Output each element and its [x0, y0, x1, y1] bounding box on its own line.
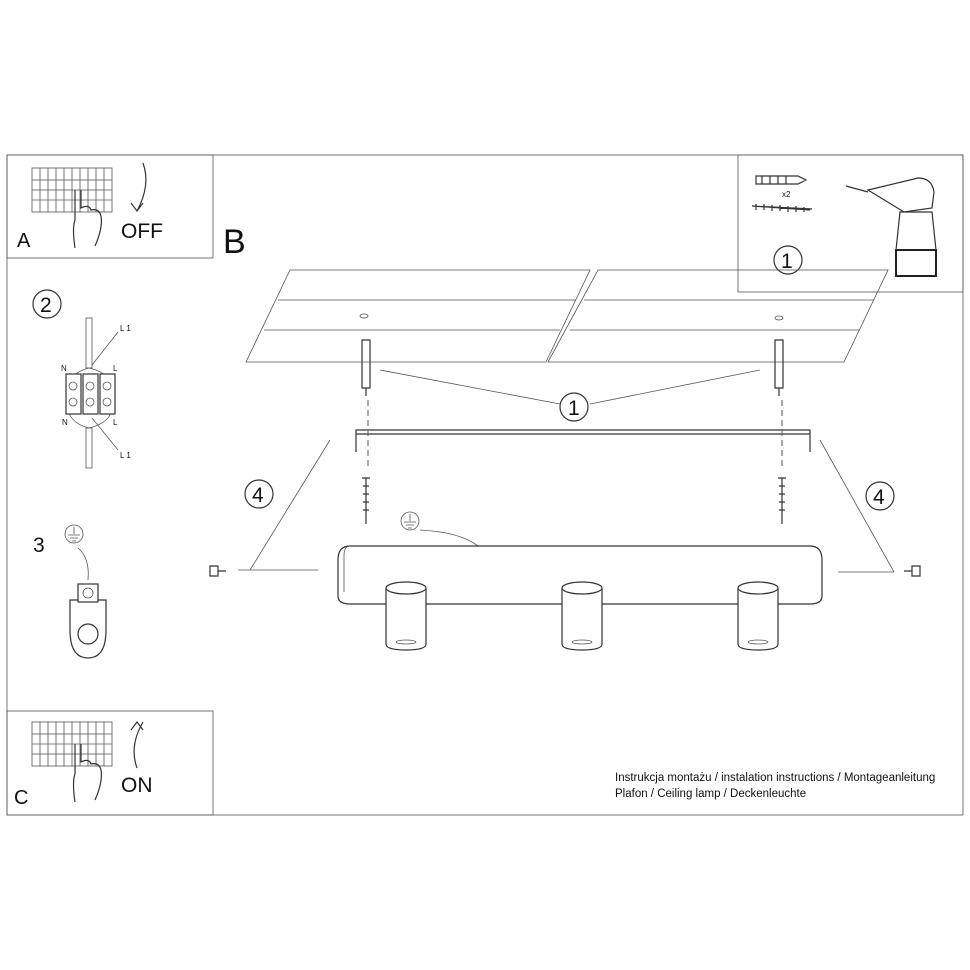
side-screw-right: 4 — [819, 439, 921, 577]
supplies-panel: x2 1 — [737, 154, 964, 293]
ground-symbol-icon — [400, 511, 420, 531]
drill-icon — [845, 177, 937, 277]
panel-c-letter: C — [14, 787, 28, 809]
arrow-up-icon — [130, 721, 144, 769]
step-4-left-number: 4 — [252, 484, 264, 507]
outer-frame — [6, 154, 964, 816]
arrow-down-icon — [130, 162, 147, 212]
supplies-step-number: 1 — [781, 250, 793, 273]
panel-c: C ON — [6, 710, 214, 816]
wire-label: L — [113, 418, 118, 427]
step-3-number: 3 — [33, 534, 45, 557]
hand-icon — [72, 744, 102, 803]
wall-plug-icon — [755, 175, 808, 185]
ground-terminal-icon — [69, 599, 107, 659]
wire-label: N — [61, 364, 67, 373]
panel-a: A OFF — [6, 154, 214, 259]
wire-label: L — [113, 364, 118, 373]
mounting-bracket — [355, 429, 811, 452]
instructions-caption: Instrukcja montażu / instalation instruc… — [615, 770, 935, 802]
wire-label: N — [62, 418, 68, 427]
ground-symbol-icon — [64, 524, 84, 544]
caption-line-2: Plafon / Ceiling lamp / Deckenleuchte — [615, 788, 807, 800]
wall-anchor-icon — [361, 339, 784, 396]
panel-c-on-label: ON — [121, 774, 153, 797]
wire-label: L 1 — [120, 324, 131, 333]
wiring-step: 2 L 1 N L N L L 1 — [32, 289, 131, 469]
step-1-number: 1 — [568, 397, 580, 420]
quantity-label: x2 — [782, 190, 791, 199]
ceiling-lamp — [337, 511, 823, 651]
ground-step: 3 — [33, 524, 107, 659]
panel-a-off-label: OFF — [121, 220, 163, 243]
step-2-number: 2 — [40, 294, 52, 317]
screw-icon — [751, 204, 813, 212]
side-screw-left: 4 — [209, 439, 331, 577]
breaker-panel-icon — [31, 167, 113, 213]
step-4-right-number: 4 — [873, 486, 885, 509]
panel-a-letter: A — [17, 230, 31, 252]
breaker-panel-icon — [31, 721, 113, 767]
hand-icon — [72, 190, 102, 249]
caption-line-1: Instrukcja montażu / instalation instruc… — [615, 772, 936, 784]
screw-icon — [362, 477, 786, 524]
wire-label: L 1 — [120, 451, 131, 460]
panel-b-letter: B — [223, 223, 246, 261]
ceiling-illustration — [245, 269, 889, 363]
